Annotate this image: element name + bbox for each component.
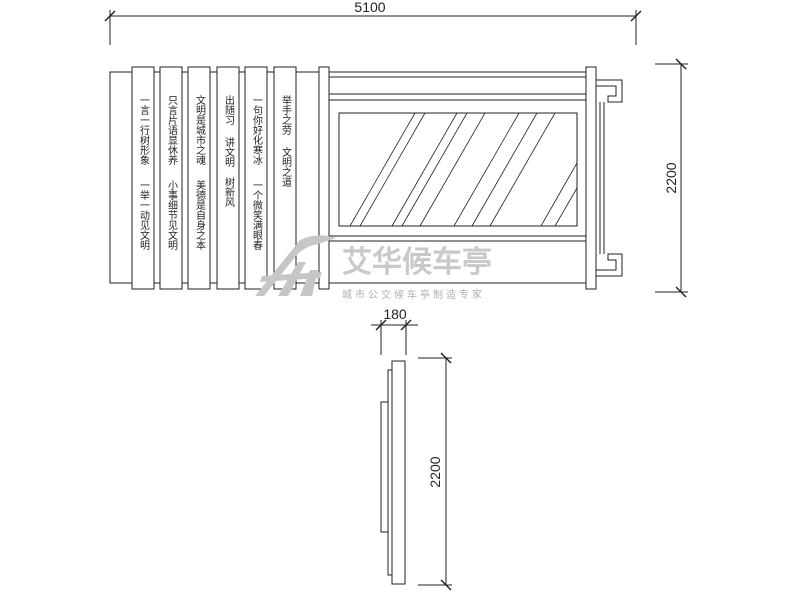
brand-logo-icon	[255, 235, 336, 296]
slogan-5-bottom: 一个微笑满眼春	[251, 180, 263, 251]
slogan-3-bottom: 美德是自身之本	[194, 179, 206, 251]
slogan-4-top: 出随习	[223, 94, 235, 126]
slogan-1-bottom: 一举一动见文明	[138, 180, 150, 251]
slogan-3-top: 文明是城市之魂	[194, 94, 206, 166]
side-height-dimension: 2200	[418, 352, 452, 591]
slogan-1-top: 一言一行树形象	[138, 95, 150, 165]
side-depth-dimension: 180	[371, 306, 418, 355]
slogan-columns: 一言一行树形象 一举一动见文明 只言片语显休养 小事细节见文明 文明是城市之魂 …	[138, 94, 292, 251]
right-post	[585, 66, 597, 290]
side-depth-label: 180	[383, 306, 407, 322]
width-dimension: 5100	[104, 0, 642, 45]
slat-1	[131, 66, 155, 290]
decorative-bracket	[596, 79, 623, 277]
watermark-tagline: 城市公交候车亭制造专家	[342, 288, 485, 301]
watermark: 艾华候车亭 城市公交候车亭制造专家	[255, 235, 492, 301]
glass-panel	[338, 112, 578, 227]
slat-4	[216, 66, 240, 290]
slat-3	[187, 66, 211, 290]
slat-5	[244, 66, 268, 290]
height-dimension-label: 2200	[663, 162, 679, 193]
front-view	[109, 66, 623, 290]
slogan-4-bottom: 讲文明 树新风	[223, 136, 235, 208]
side-view	[380, 360, 406, 585]
slogan-2-top: 只言片语显休养	[166, 95, 178, 166]
side-post	[391, 360, 406, 585]
side-height-label: 2200	[427, 456, 443, 487]
width-dimension-label: 5100	[354, 0, 385, 15]
slogan-6-top: 举手之劳	[280, 94, 292, 136]
slogan-2-bottom: 小事细节见文明	[166, 180, 178, 251]
watermark-brand: 艾华候车亭	[342, 245, 492, 280]
slogan-6-bottom: 文明之道	[280, 146, 292, 187]
glass-reflection-lines	[349, 112, 578, 227]
slogan-5-top: 一句你好化寒冰	[251, 95, 263, 165]
left-post	[318, 66, 330, 290]
slat-2	[159, 66, 183, 290]
height-dimension: 2200	[655, 58, 688, 298]
side-panel	[380, 401, 389, 533]
